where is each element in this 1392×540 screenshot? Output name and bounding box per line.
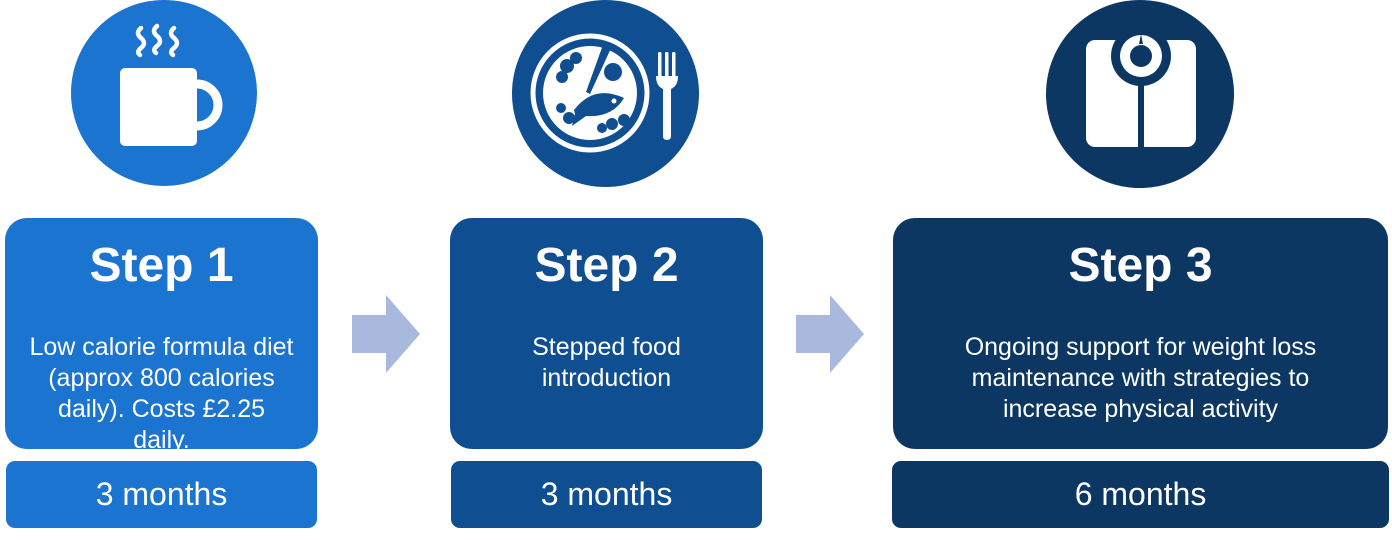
step1-icon-circle (71, 0, 257, 186)
weighing-scale-icon (1086, 26, 1196, 147)
step1-description: Low calorie formula diet (approx 800 cal… (29, 333, 294, 454)
step3-card: Step 3 Ongoing support for weight loss m… (893, 218, 1388, 449)
step3-description: Ongoing support for weight loss maintena… (964, 333, 1317, 423)
step2-title: Step 2 (534, 239, 679, 292)
step3-title: Step 3 (1068, 239, 1213, 292)
plate-of-food-icon (530, 33, 678, 153)
step1-card: Step 1 Low calorie formula diet (approx … (5, 218, 318, 454)
step1-title: Step 1 (89, 239, 234, 292)
hot-drink-mug-icon (120, 23, 223, 146)
step2-card: Step 2 Stepped food introduction (450, 218, 763, 449)
arrow-right-icon (352, 295, 420, 373)
step2-icon-circle (512, 0, 699, 187)
step1-duration: 3 months (6, 461, 317, 528)
step2-description: Stepped food introduction (532, 333, 681, 392)
step3-duration: 6 months (892, 461, 1389, 528)
arrow-right-icon (796, 295, 864, 373)
step3-icon-circle (1046, 0, 1234, 188)
step2-duration: 3 months (451, 461, 762, 528)
